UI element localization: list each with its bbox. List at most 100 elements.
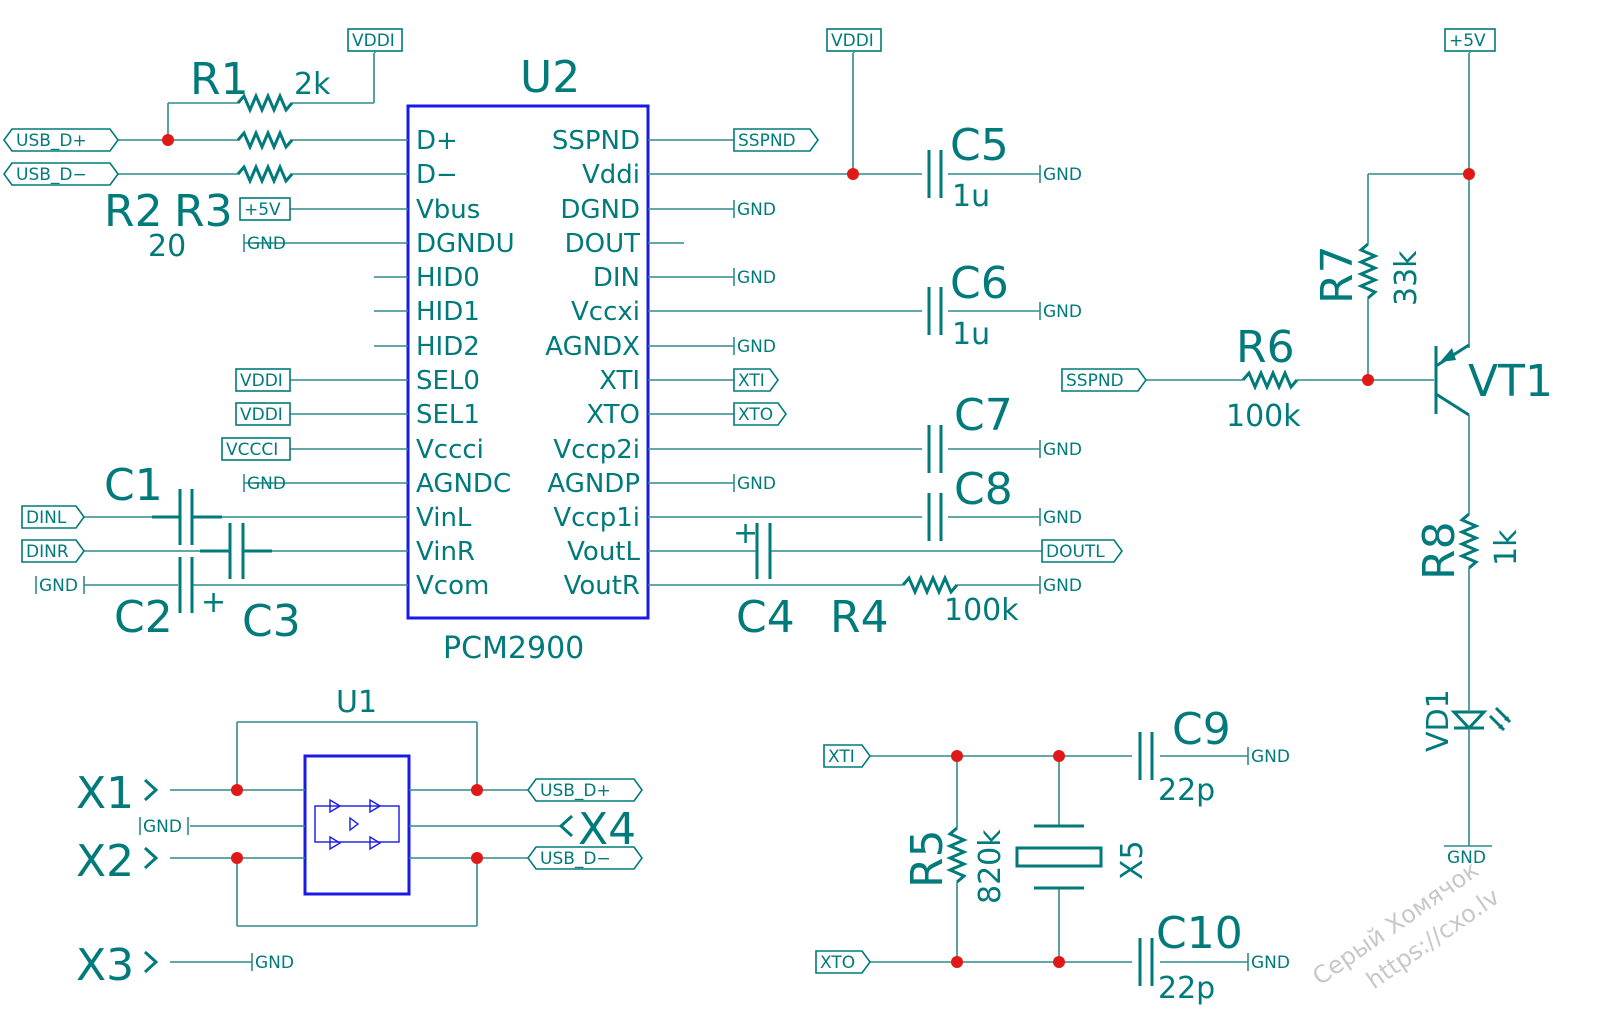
capacitor-c9 <box>1138 730 1154 782</box>
port-gnd: GND <box>733 268 776 288</box>
port-sspnd: SSPND <box>733 128 819 152</box>
port-gnd: GND <box>243 474 286 494</box>
svg-text:+5V: +5V <box>244 200 281 220</box>
crystal-x5 <box>1015 824 1103 890</box>
port-usb-dp: USB_D+ <box>3 128 119 152</box>
c7-designator: C7 <box>954 390 1013 441</box>
svg-text:GND: GND <box>1043 508 1082 528</box>
port-gnd: GND <box>35 576 85 596</box>
r5-value: 820k <box>973 829 1008 904</box>
svg-text:GND: GND <box>255 953 294 973</box>
port-dinr: DINR <box>21 539 85 563</box>
port-gnd: GND <box>1039 440 1082 460</box>
u2-pin-left: AGNDC <box>416 469 511 499</box>
u2-pin-right: DGND <box>560 195 640 225</box>
svg-text:SSPND: SSPND <box>738 131 796 151</box>
svg-text:GND: GND <box>1043 165 1082 185</box>
port-usb-dp: USB_D+ <box>527 778 643 802</box>
svg-text:GND: GND <box>1447 848 1486 868</box>
port-gnd: GND <box>1247 953 1290 973</box>
svg-text:DINR: DINR <box>26 542 69 562</box>
c6-designator: C6 <box>950 258 1009 309</box>
port-gnd: GND <box>1039 302 1082 322</box>
u2-pin-left: HID0 <box>416 263 480 293</box>
port-gnd: GND <box>733 200 776 220</box>
port-gnd: GND <box>251 953 294 973</box>
resistor-r2 <box>236 131 294 149</box>
transistor-vt1 <box>1434 343 1470 417</box>
resistor-r7 <box>1359 242 1377 300</box>
u2-left-pins: D+D−VbusDGNDUHID0HID1HID2SEL0SEL1VccciAG… <box>416 126 515 601</box>
port-xti: XTI <box>823 744 871 768</box>
port-gnd: GND <box>1444 845 1492 868</box>
connector-arrows <box>143 778 574 974</box>
capacitor-c8 <box>927 491 943 543</box>
port-gnd: GND <box>1039 576 1082 596</box>
r1-designator: R1 <box>190 54 249 105</box>
svg-text:GND: GND <box>737 268 776 288</box>
r6-value: 100k <box>1226 399 1301 434</box>
r3-designator: R3 <box>174 186 233 237</box>
svg-text:GND: GND <box>737 474 776 494</box>
watermark: Серый Хомячок https://cxo.lv <box>1307 856 1504 995</box>
x3-designator: X3 <box>76 940 134 991</box>
u2-pin-right: Vccp1i <box>553 503 640 533</box>
port-gnd: GND <box>1247 747 1290 767</box>
c8-designator: C8 <box>954 464 1013 515</box>
u2-pin-left: VinL <box>416 503 472 533</box>
x1-designator: X1 <box>76 768 134 819</box>
c2-polarity-mark: + <box>201 585 226 620</box>
svg-text:GND: GND <box>1043 440 1082 460</box>
port-usb-dm: USB_D− <box>527 846 643 870</box>
u2-part-number: PCM2900 <box>443 631 584 666</box>
u1-designator: U1 <box>336 685 377 720</box>
r4-value: 100k <box>944 593 1019 628</box>
u2-pin-left: DGNDU <box>416 229 515 259</box>
r7-designator: R7 <box>1312 245 1363 304</box>
u2-pin-left: HID2 <box>416 332 480 362</box>
c9-value: 22p <box>1158 773 1215 808</box>
svg-text:GND: GND <box>1043 576 1082 596</box>
port-gnd: GND <box>733 337 776 357</box>
port-gnd: GND <box>1039 165 1082 185</box>
c1-designator: C1 <box>104 460 163 511</box>
c4-designator: C4 <box>736 592 795 643</box>
u2-pin-left: Vcom <box>416 571 489 601</box>
svg-text:XTI: XTI <box>738 371 765 391</box>
svg-text:GND: GND <box>737 200 776 220</box>
c9-designator: C9 <box>1172 704 1231 755</box>
svg-text:VDDI: VDDI <box>831 31 874 51</box>
u2-pin-right: Vccxi <box>571 297 640 327</box>
svg-text:GND: GND <box>1043 302 1082 322</box>
capacitor-c6 <box>927 285 943 337</box>
port-p5v: +5V <box>1444 28 1496 53</box>
svg-text:GND: GND <box>247 234 286 254</box>
resistor-r4 <box>901 576 959 594</box>
svg-text:XTO: XTO <box>738 405 773 425</box>
port-xto: XTO <box>815 950 871 974</box>
svg-text:XTI: XTI <box>828 747 855 767</box>
c2-designator: C2 <box>114 592 173 643</box>
svg-text:VDDI: VDDI <box>240 405 283 425</box>
u2-pin-right: DIN <box>593 263 640 293</box>
u2-pin-right: XTI <box>599 366 640 396</box>
junction <box>1362 374 1374 386</box>
svg-text:GND: GND <box>1251 953 1290 973</box>
c5-designator: C5 <box>950 120 1009 171</box>
svg-text:VCCCI: VCCCI <box>226 440 278 460</box>
port-xto: XTO <box>733 402 787 426</box>
c5-value: 1u <box>952 179 990 214</box>
u2-pin-right: VoutR <box>564 571 640 601</box>
port-vddi: VDDI <box>235 402 291 426</box>
junction <box>847 168 859 180</box>
port-vddi: VDDI <box>235 368 291 392</box>
port-gnd: GND <box>733 474 776 494</box>
chip-u2: U2 PCM2900 D+D−VbusDGNDUHID0HID1HID2SEL0… <box>406 52 650 666</box>
r3-value: 20 <box>148 229 186 264</box>
c10-designator: C10 <box>1156 908 1243 959</box>
u2-pin-right: AGNDP <box>547 469 640 499</box>
u2-pin-left: Vccci <box>416 435 484 465</box>
r5-designator: R5 <box>902 829 953 888</box>
svg-text:GND: GND <box>1251 747 1290 767</box>
c3-designator: C3 <box>242 596 301 647</box>
